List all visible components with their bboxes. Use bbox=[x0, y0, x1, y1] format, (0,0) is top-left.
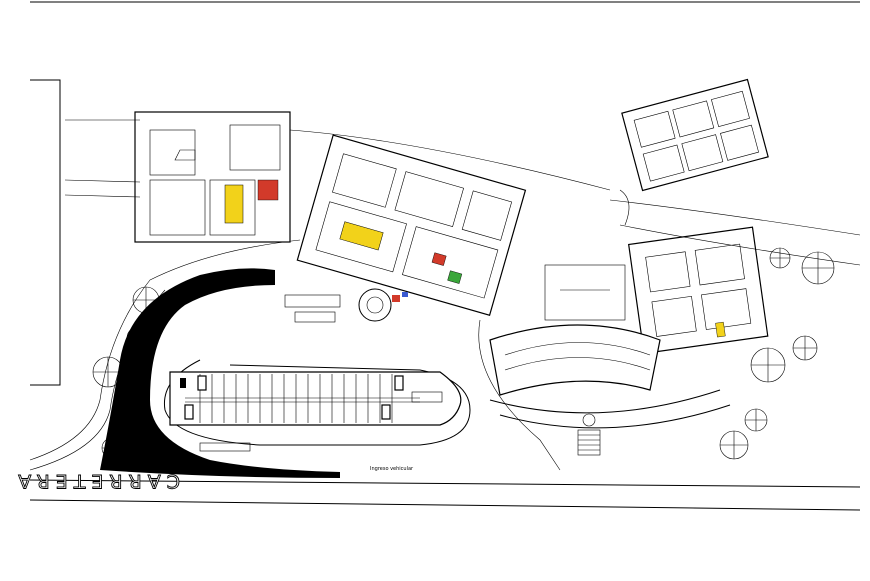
sign-box-2 bbox=[294, 311, 336, 323]
building-c bbox=[627, 226, 769, 355]
accessible-parking-sign bbox=[411, 391, 443, 403]
trees bbox=[92, 247, 835, 460]
sign-box-1 bbox=[284, 294, 341, 308]
entry-line-2 bbox=[64, 179, 141, 183]
parking-loop-outer bbox=[163, 359, 471, 446]
right-road-2 bbox=[619, 224, 861, 266]
right-road-connector bbox=[619, 189, 630, 226]
landscape-black-band bbox=[100, 268, 340, 478]
walkway bbox=[478, 319, 561, 471]
parked-car-1 bbox=[180, 378, 186, 388]
fan-hall bbox=[489, 264, 661, 396]
access-road-curve-1 bbox=[29, 239, 301, 461]
roundabout bbox=[358, 288, 392, 322]
road-edge-top bbox=[29, 479, 861, 488]
building-d bbox=[621, 78, 769, 192]
entry-stairs bbox=[577, 413, 601, 456]
building-a bbox=[134, 111, 291, 243]
road-label: CARRETERA bbox=[12, 470, 180, 492]
accent-blue-block bbox=[402, 292, 408, 297]
upper-road-line bbox=[289, 129, 611, 191]
roundabout-inner bbox=[366, 296, 384, 314]
road-edge-bottom bbox=[29, 499, 861, 511]
parking-stalls bbox=[185, 374, 420, 423]
parked-car-3 bbox=[184, 404, 194, 420]
building-b bbox=[296, 134, 527, 316]
vehicle-entry-label: Ingreso vehicular bbox=[370, 466, 414, 472]
bottom-sign-box bbox=[199, 442, 251, 452]
parking-lot bbox=[169, 371, 462, 426]
left-border-bracket bbox=[30, 79, 61, 386]
parked-car-2 bbox=[197, 375, 207, 391]
accent-red-block bbox=[392, 295, 400, 302]
parked-car-5 bbox=[381, 404, 391, 420]
right-road-1 bbox=[609, 199, 861, 236]
promenade-curve-2 bbox=[499, 404, 731, 429]
entry-line-3 bbox=[64, 194, 141, 198]
promenade-curve-1 bbox=[489, 389, 721, 414]
parked-car-4 bbox=[394, 375, 404, 391]
